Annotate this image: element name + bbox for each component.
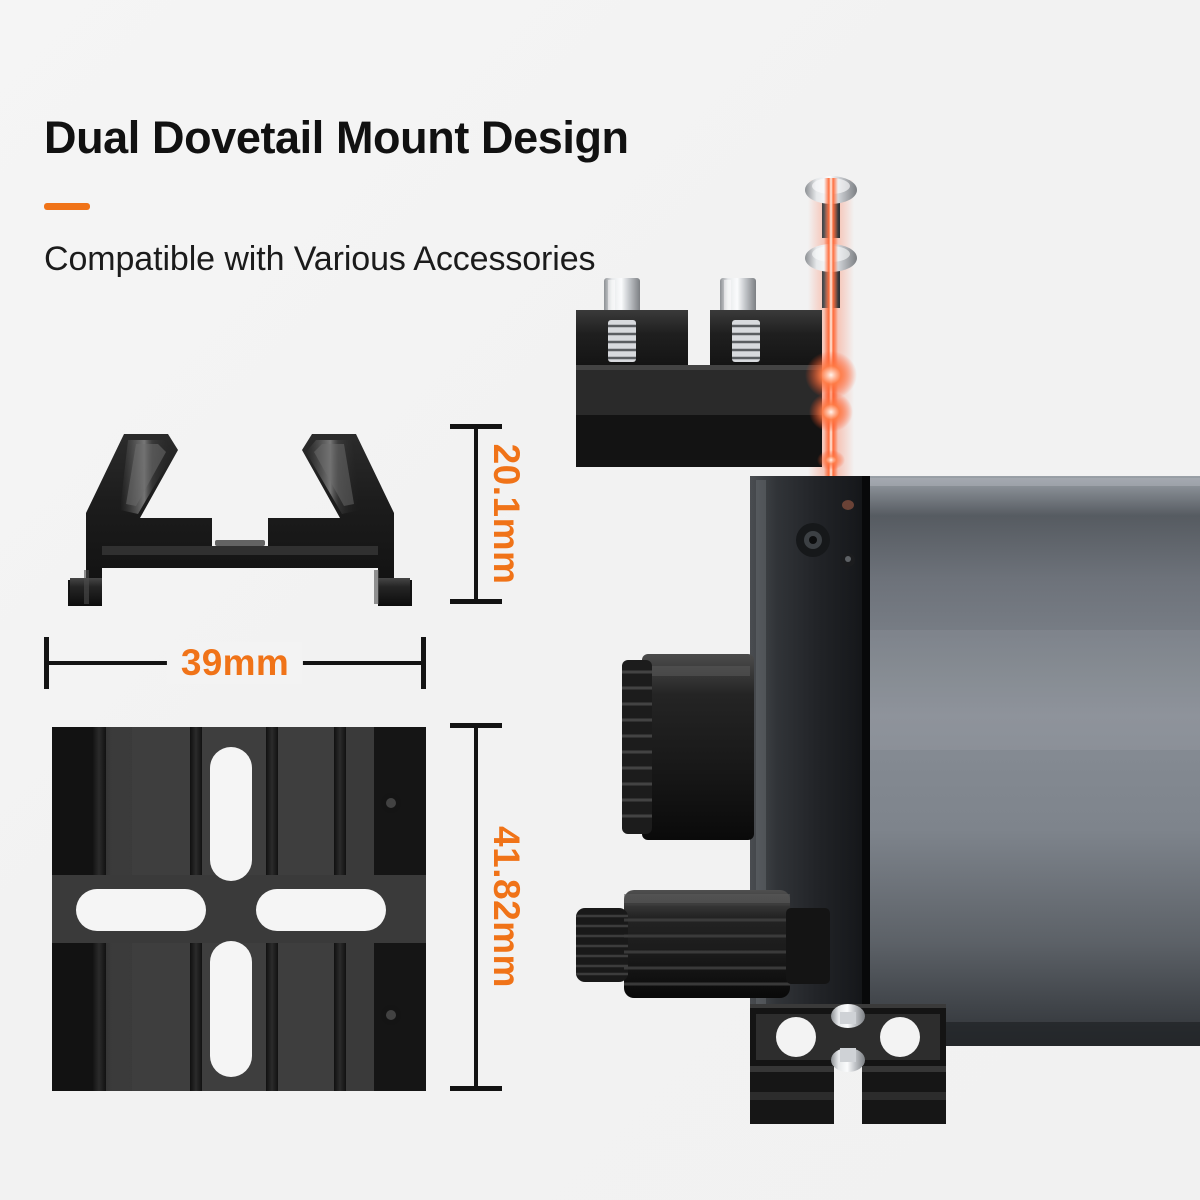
base-plate-drawing [52, 727, 426, 1091]
plate-rib [278, 943, 334, 1091]
accent-rule [44, 203, 90, 210]
dimension-label-20-1mm: 20.1mm [486, 443, 527, 585]
clamp-foot-left-edge [84, 570, 89, 604]
clamp-body [68, 434, 412, 606]
threaded-collar [622, 654, 754, 840]
plate-rib [346, 727, 374, 875]
dimension-cap-bottom [450, 1086, 502, 1091]
focus-knob-body [624, 890, 790, 998]
plate-rib-groove [190, 943, 202, 1091]
set-screw-threads [732, 324, 760, 360]
thumbscrew-highlight [608, 280, 615, 312]
foot-rail-left-groove [750, 1092, 834, 1100]
dimension-cap-bottom [450, 599, 502, 604]
bolt-shank [840, 1048, 856, 1062]
foot-bracket [750, 1004, 946, 1124]
clamp-foot-right-edge [374, 570, 379, 604]
plate-rib-groove [190, 727, 202, 875]
page-subtitle: Compatible with Various Accessories [44, 240, 596, 278]
plate-rib [346, 943, 374, 1091]
laser-glow-spot-lower [809, 392, 853, 432]
plate-left-chamfer [52, 727, 92, 875]
laser-collimator-mount-block [576, 278, 822, 467]
block-top-edge-highlight [576, 365, 822, 370]
plate-rib [278, 727, 334, 875]
plate-slot-bottom [210, 941, 252, 1077]
thumbscrew-highlight [724, 280, 731, 312]
laser-glow-spot-upper [805, 351, 857, 399]
front-cell-left-highlight [756, 480, 766, 1042]
clamp-left-arm-gloss-core [126, 444, 166, 506]
set-screw-right [732, 320, 760, 362]
dimension-cap-right [421, 637, 426, 689]
focus-knob-knurls [624, 902, 790, 986]
dimension-label-41-82mm: 41.82mm [486, 826, 527, 988]
foot-bolt-lower [831, 1048, 865, 1072]
plate-rib [132, 727, 190, 875]
dimension-stem [474, 424, 478, 604]
clamp-right-arm-gloss-core [314, 444, 354, 506]
foot-bracket-hole-left [776, 1017, 816, 1057]
page-title: Dual Dovetail Mount Design [44, 112, 629, 163]
focus-knob-cap-knurls [576, 914, 628, 976]
dimension-stem [474, 723, 478, 1091]
plate-rib-groove [334, 943, 346, 1091]
collar-thread-band [622, 660, 652, 834]
block-body-upper [576, 365, 822, 423]
clamp-crossbar-highlight [102, 546, 378, 555]
foot-rail-left-edge [750, 1066, 834, 1072]
dovetail-base-plate-top-view [44, 725, 434, 1093]
foot-rail-right-edge [862, 1066, 946, 1072]
plate-rib-groove [92, 727, 106, 875]
plate-screw-hole-upper-bore [386, 798, 396, 808]
collar-threads [622, 670, 652, 818]
plate-screw-hole-lower-bore [386, 1010, 396, 1020]
thumbscrew-left [604, 278, 640, 314]
foot-bolt-upper [831, 1004, 865, 1028]
telescope-assembly [560, 160, 1200, 1130]
focus-knob-specular [624, 894, 790, 903]
foot-bracket-hole-right [880, 1017, 920, 1057]
thumbscrew-right [720, 278, 756, 314]
plate-slot-left [76, 889, 206, 931]
focus-knob-shaft [786, 908, 830, 984]
front-cell-right-edge [862, 476, 870, 1046]
set-screw-threads [608, 324, 636, 360]
tube-top-specular [750, 478, 1200, 486]
plate-rib-groove [92, 943, 106, 1091]
cell-port-center [809, 536, 817, 544]
telescope-drawing [576, 176, 1200, 1124]
clamp-side-drawing [68, 434, 412, 606]
plate-rib-groove [266, 727, 278, 875]
dimension-side-clamp-width: 39mm [44, 635, 426, 691]
plate-left-chamfer [52, 943, 92, 1091]
collar-barrel [642, 654, 754, 840]
plate-rib-groove [334, 727, 346, 875]
cell-screw-lower-bore [845, 556, 851, 562]
bolt-shank [840, 1012, 856, 1024]
dimension-label-39mm: 39mm [166, 642, 304, 684]
dimension-side-clamp-height: 20.1mm [448, 424, 527, 604]
plate-rib-groove [266, 943, 278, 1091]
plate-rib [132, 943, 190, 1091]
set-screw-left [608, 320, 636, 362]
dimension-base-plate-length: 41.82mm [448, 723, 527, 1091]
plate-slot-top [210, 747, 252, 881]
plate-slot-right [256, 889, 386, 931]
knurled-focus-knob [576, 890, 830, 998]
clamp-notch-floor [215, 540, 265, 546]
laser-glow-spot-exit [817, 450, 845, 470]
collar-top-highlight [652, 666, 750, 676]
dovetail-clamp-side-view [40, 418, 440, 618]
block-body-lower [576, 415, 822, 467]
foot-rail-right-groove [862, 1092, 946, 1100]
cell-screw-upper [842, 500, 854, 510]
clamp-foot-right [378, 578, 410, 606]
